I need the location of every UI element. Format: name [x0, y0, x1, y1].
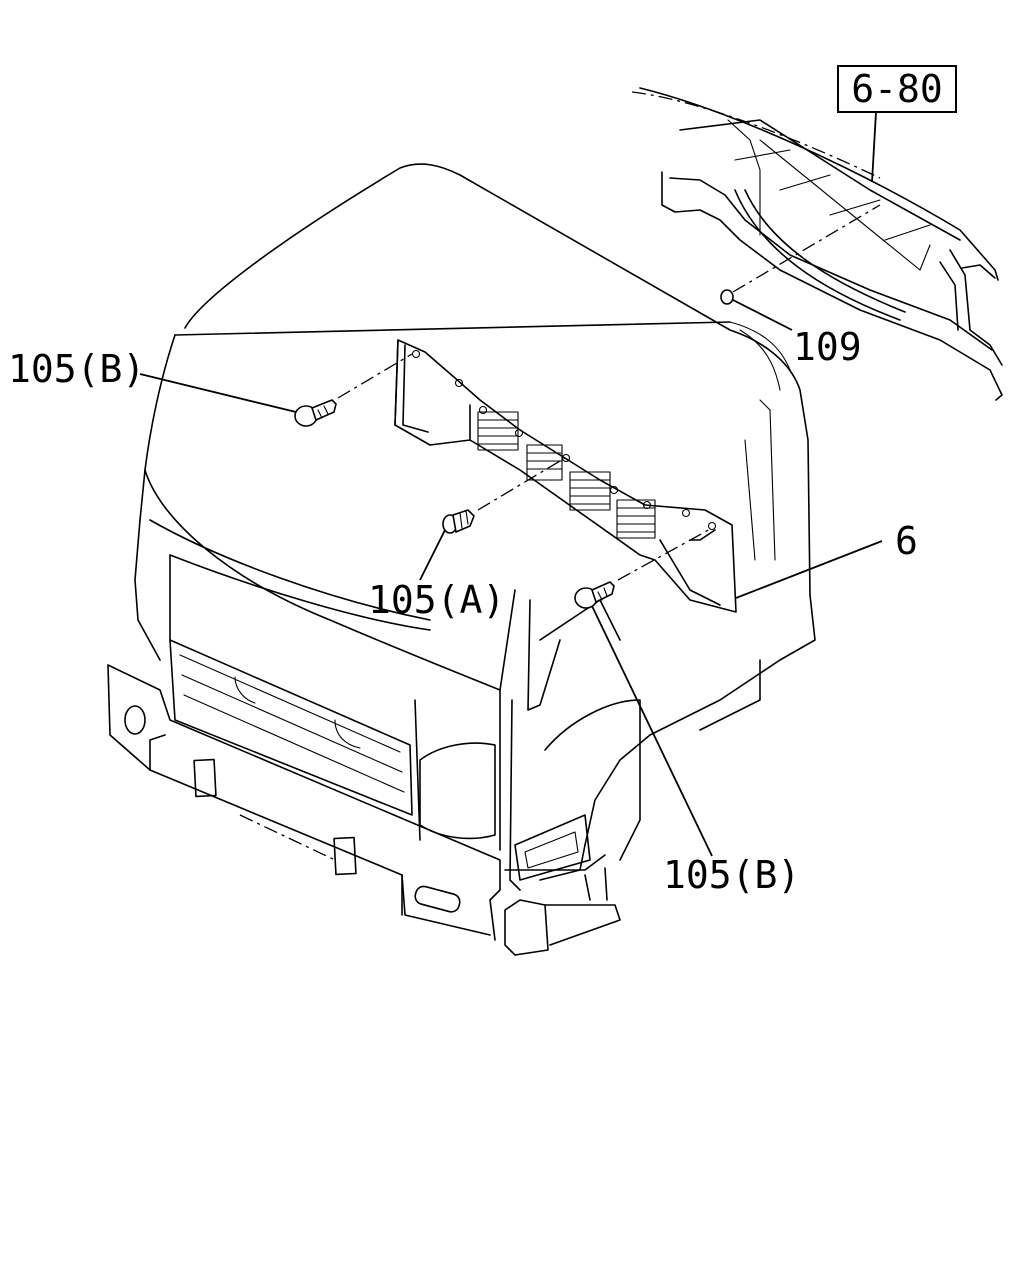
cab-body: [134, 163, 816, 891]
screw-105a: [442, 509, 475, 534]
leader-105a: [419, 529, 446, 581]
part-105a-label: 105(A): [368, 578, 505, 622]
leader-6: [735, 540, 883, 599]
part-109-label: 109: [793, 325, 862, 369]
leader-109: [732, 299, 793, 331]
part-105b-bottom-label: 105(B): [663, 853, 800, 897]
assembly-line-105a: [477, 457, 566, 511]
grille: [169, 639, 413, 816]
part-6-label: 6: [895, 519, 918, 563]
leader-ref-box: [871, 111, 877, 183]
ref-box-frame: [837, 65, 957, 113]
leader-105b-bottom: [591, 605, 713, 857]
assembly-line-109: [732, 204, 881, 293]
plug-109: [720, 289, 734, 305]
vent-louvers: [477, 411, 656, 539]
ref-box-label: 6-80: [851, 67, 943, 111]
clip-105b-left: [294, 399, 337, 427]
front-bumper: [107, 664, 621, 956]
leader-105b-left: [139, 373, 297, 413]
vent-panel: [394, 339, 737, 613]
assembly-line-105b-bottom: [617, 527, 713, 581]
front-lights: [414, 699, 591, 881]
back-panel-detail: [631, 87, 1003, 401]
part-105b-left-label: 105(B): [8, 347, 145, 391]
clip-105b-bottom: [574, 581, 615, 609]
